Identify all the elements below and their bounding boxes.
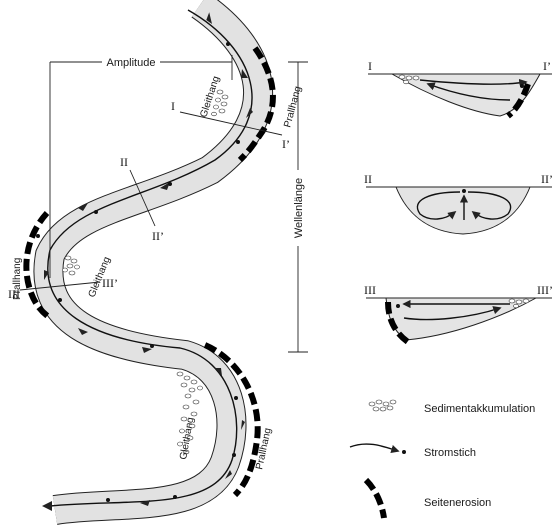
section-II-end: II’ xyxy=(541,172,553,186)
wavelength-label: Wellenlänge xyxy=(293,178,305,238)
legend-erosion-symbol xyxy=(363,477,387,519)
map-section-II: II xyxy=(120,155,128,169)
section-I-end: I’ xyxy=(543,59,551,73)
point-bar-label-1: Gleithang xyxy=(198,75,222,119)
legend-current-symbol xyxy=(349,443,406,454)
section-II-start: II xyxy=(364,172,372,186)
flow-arrows xyxy=(42,12,253,511)
map-section-II-prime: II’ xyxy=(152,229,164,243)
legend: Sedimentakkumulation Stromstich Seitener… xyxy=(349,399,535,519)
section-I-start: I xyxy=(368,59,372,73)
lateral-erosion-marks xyxy=(23,46,276,498)
wavelength-measure xyxy=(288,61,308,353)
map-section-I: I xyxy=(171,99,175,113)
map-section-III: III xyxy=(8,287,20,301)
section-III-start: III xyxy=(364,283,376,297)
cross-section-III xyxy=(366,297,552,345)
legend-current-label: Stromstich xyxy=(424,447,476,459)
amplitude-measure xyxy=(49,55,233,278)
section-III-end: III’ xyxy=(537,283,553,297)
point-bar-label-3: Gleithang xyxy=(178,416,196,460)
sediment-point-bars xyxy=(62,89,229,455)
thalweg-line xyxy=(47,9,253,507)
cut-bank-label-2: Prallhang xyxy=(12,258,23,300)
cross-section-II xyxy=(366,186,552,235)
map-section-III-prime: III’ xyxy=(102,276,118,290)
legend-sediment-symbol xyxy=(368,399,397,412)
flow-dots xyxy=(36,42,240,502)
legend-sediment-label: Sedimentakkumulation xyxy=(424,403,535,415)
amplitude-label: Amplitude xyxy=(107,57,156,69)
legend-erosion-label: Seitenerosion xyxy=(424,497,491,509)
cross-section-I xyxy=(368,73,552,119)
map-section-I-prime: I’ xyxy=(282,137,290,151)
cut-bank-label-1: Prallhang xyxy=(282,85,304,129)
section-lines xyxy=(19,111,283,291)
